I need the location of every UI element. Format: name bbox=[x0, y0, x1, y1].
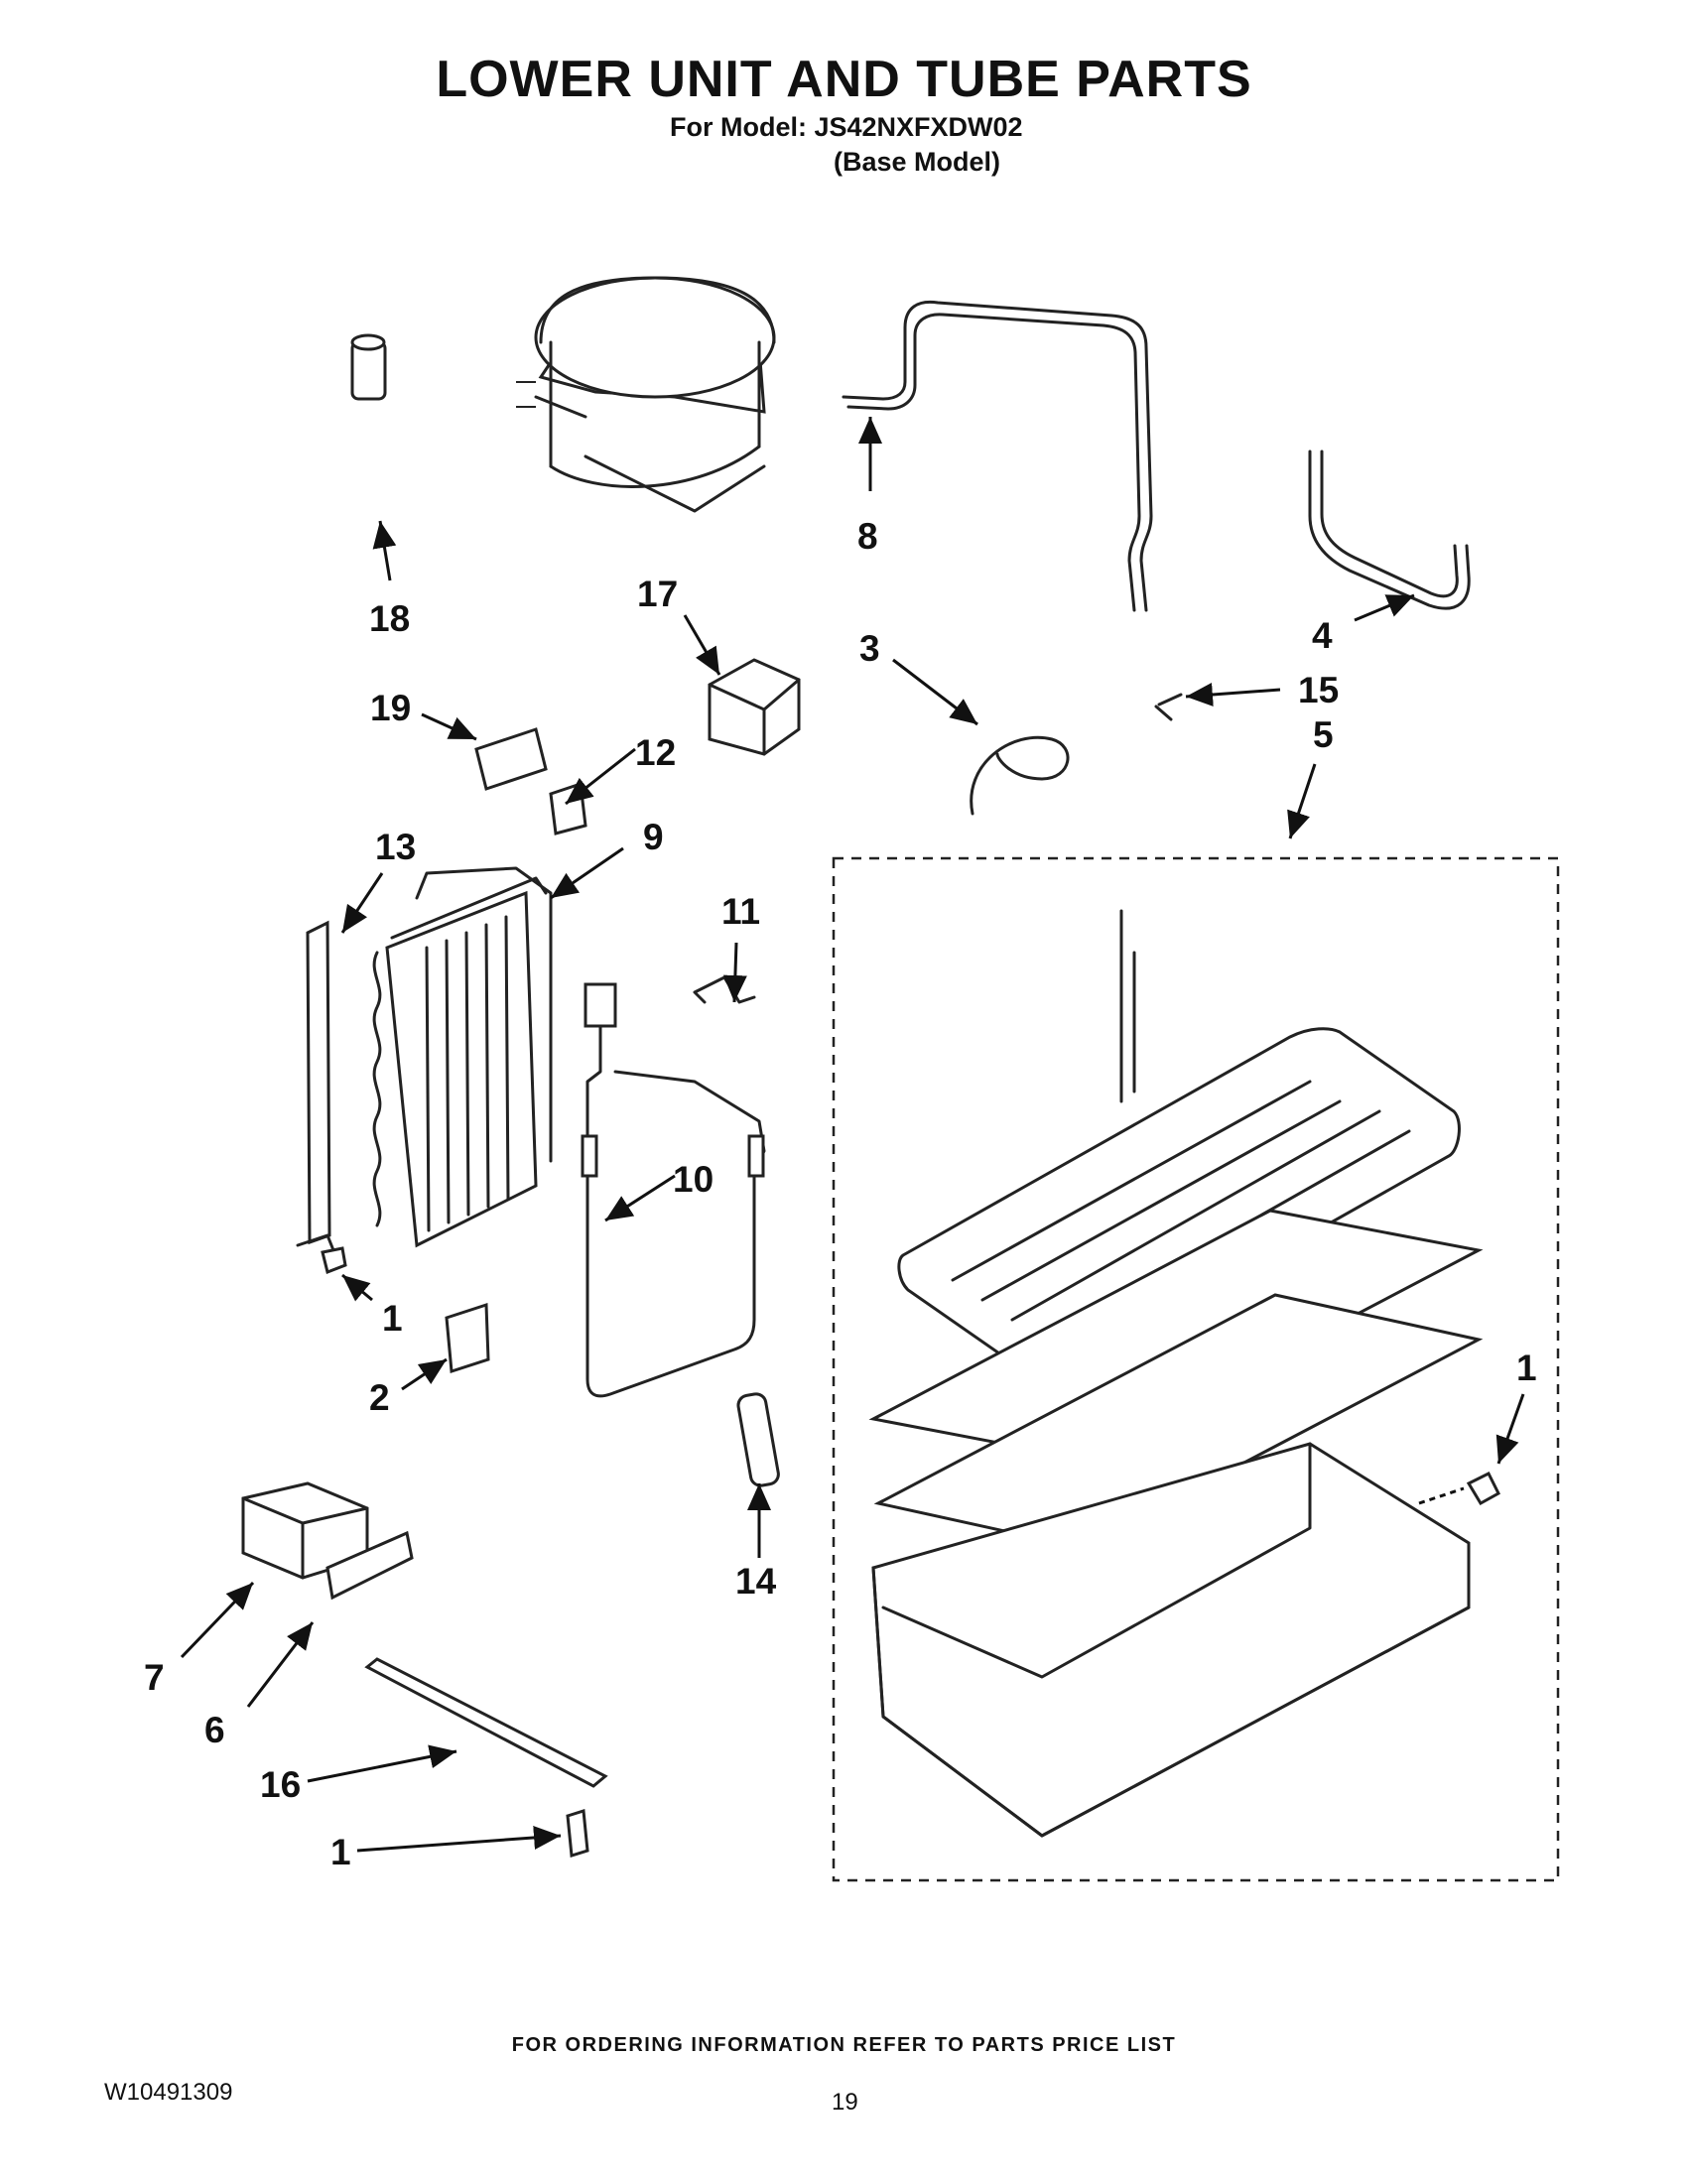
part-16-rail bbox=[364, 1657, 608, 1788]
part-8-tube bbox=[842, 300, 1153, 612]
callout-10: 10 bbox=[673, 1159, 714, 1200]
callout-1-bottom: 1 bbox=[330, 1832, 351, 1872]
callout-1-upper: 1 bbox=[382, 1298, 403, 1339]
part-6-plate bbox=[325, 1530, 414, 1601]
part-13-bracket bbox=[296, 920, 339, 1262]
callout-9: 9 bbox=[643, 817, 664, 857]
part-14-piece bbox=[736, 1392, 780, 1487]
ordering-note: FOR ORDERING INFORMATION REFER TO PARTS … bbox=[511, 2034, 1177, 2056]
callout-7: 7 bbox=[144, 1657, 165, 1698]
part-17-bracket bbox=[708, 658, 801, 756]
leader-lines bbox=[180, 417, 1525, 1853]
callout-6: 6 bbox=[204, 1710, 225, 1750]
page-number: 19 bbox=[832, 2089, 858, 2116]
part-1-screw-right bbox=[1466, 1471, 1500, 1506]
callout-17: 17 bbox=[637, 574, 679, 614]
page-title: LOWER UNIT AND TUBE PARTS bbox=[436, 51, 1252, 108]
model-line: For Model: JS42NXFXDW02 bbox=[670, 112, 1023, 142]
document-number: W10491309 bbox=[104, 2079, 233, 2106]
callout-19: 19 bbox=[370, 688, 412, 728]
part-11-clip bbox=[693, 975, 756, 1004]
callout-11: 11 bbox=[721, 891, 761, 932]
part-18-cap bbox=[350, 333, 387, 401]
callout-4: 4 bbox=[1312, 615, 1333, 656]
callout-18: 18 bbox=[369, 598, 411, 639]
callout-15: 15 bbox=[1298, 670, 1340, 710]
part-4-tube bbox=[1308, 450, 1471, 610]
part-1-screw-bottom bbox=[566, 1809, 589, 1858]
callout-8: 8 bbox=[857, 516, 878, 557]
callout-16: 16 bbox=[260, 1764, 302, 1805]
part-5-assembly bbox=[832, 856, 1560, 1882]
callout-3: 3 bbox=[859, 628, 880, 669]
callout-5: 5 bbox=[1313, 714, 1334, 755]
callout-13: 13 bbox=[375, 827, 417, 867]
callout-12: 12 bbox=[635, 732, 677, 773]
callout-2: 2 bbox=[369, 1377, 390, 1418]
part-3-tube bbox=[970, 735, 1070, 816]
part-10-harness bbox=[581, 982, 766, 1398]
part-2-bracket bbox=[445, 1302, 490, 1374]
part-9-evaporator bbox=[372, 866, 553, 1248]
part-19-pad bbox=[474, 727, 548, 791]
part-15-clip bbox=[1154, 693, 1183, 721]
callout-14: 14 bbox=[735, 1561, 777, 1602]
compressor bbox=[516, 276, 776, 513]
base-model-label: (Base Model) bbox=[834, 147, 1001, 177]
part-1-screw bbox=[321, 1246, 347, 1275]
callout-1-right: 1 bbox=[1516, 1348, 1537, 1388]
